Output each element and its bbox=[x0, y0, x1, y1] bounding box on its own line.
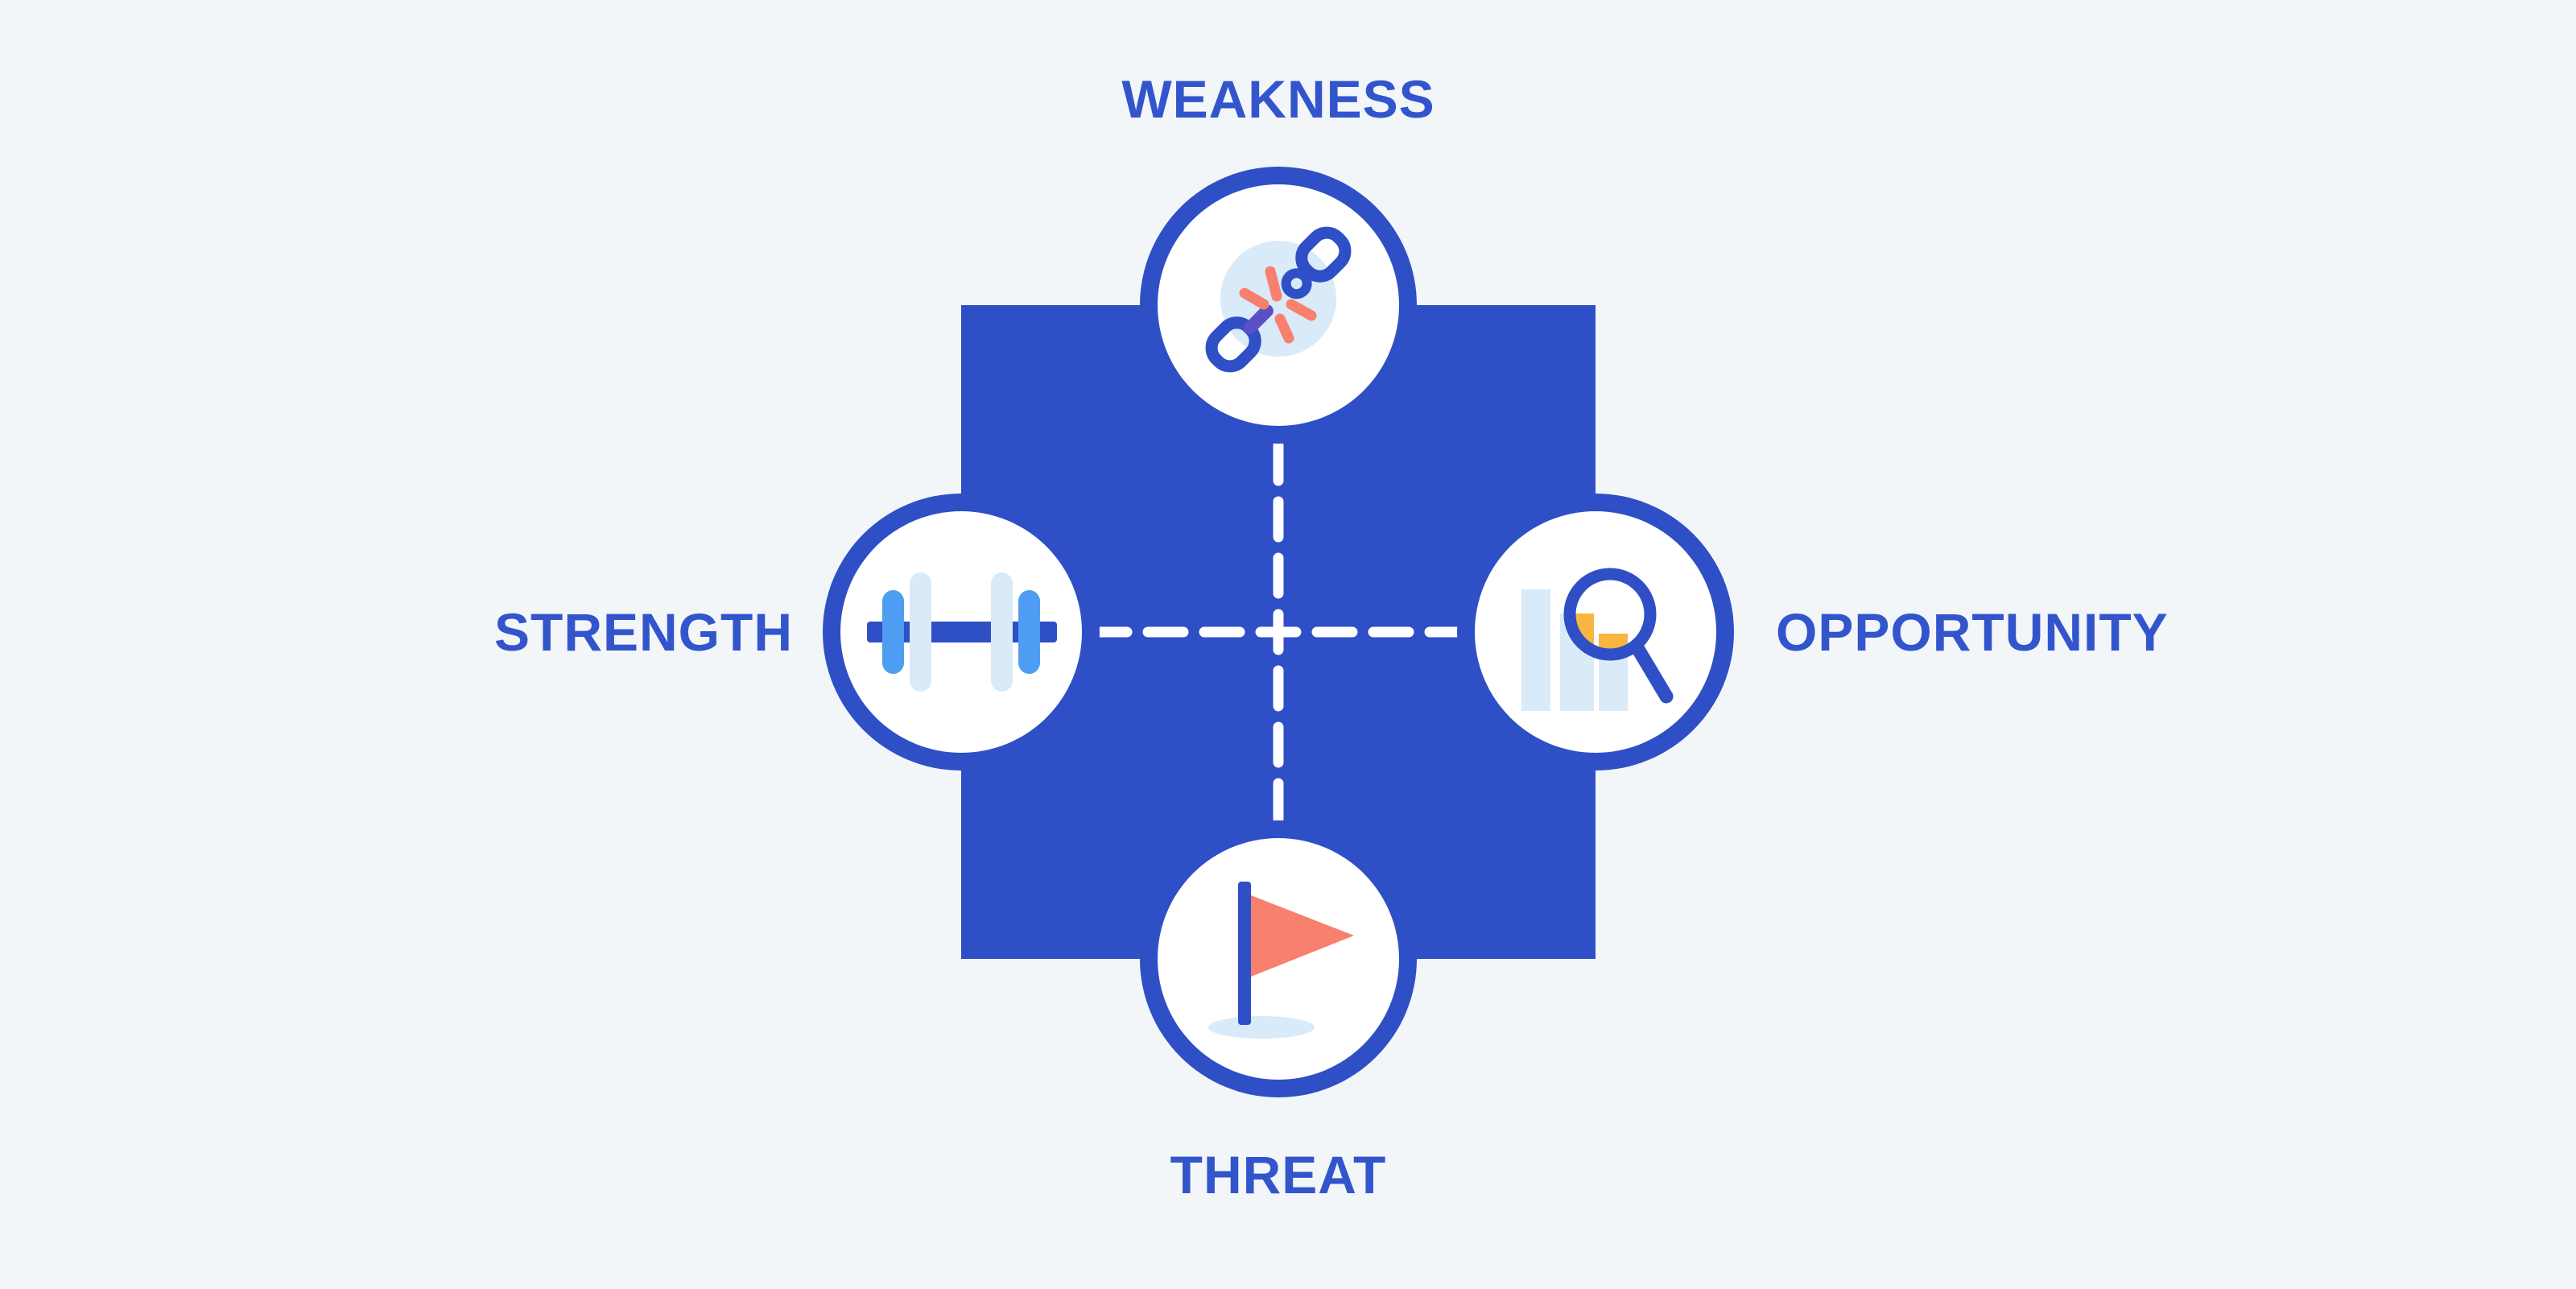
opportunity-label: OPPORTUNITY bbox=[1776, 602, 2169, 662]
spark bbox=[1274, 313, 1294, 344]
dashed-cross bbox=[1094, 438, 1463, 826]
spark bbox=[1265, 266, 1282, 302]
broken-chain-icon bbox=[1205, 226, 1352, 373]
flag-pennant bbox=[1251, 895, 1354, 977]
dumbbell-plate-outer-left bbox=[882, 590, 904, 674]
threat-node bbox=[1140, 820, 1417, 1097]
weakness-label: WEAKNESS bbox=[1121, 69, 1435, 129]
break-sparks bbox=[1239, 266, 1317, 344]
strength-node bbox=[823, 494, 1100, 771]
dumbbell-plate-outer-right bbox=[1018, 590, 1040, 674]
weakness-node bbox=[1140, 167, 1417, 444]
flag-shadow bbox=[1208, 1016, 1315, 1039]
spark bbox=[1286, 299, 1317, 321]
threat-label: THREAT bbox=[1170, 1145, 1387, 1204]
chart-bar-1 bbox=[1521, 589, 1550, 711]
dumbbell-icon bbox=[867, 572, 1057, 692]
chain-links bbox=[1205, 226, 1352, 373]
flag-pole bbox=[1238, 882, 1251, 1025]
flag-icon bbox=[1208, 882, 1354, 1039]
strength-label: STRENGTH bbox=[494, 602, 793, 662]
chain-link-upper bbox=[1295, 226, 1352, 283]
dumbbell-plate-inner-left bbox=[910, 572, 931, 692]
spark bbox=[1239, 287, 1269, 310]
magnifier-ring bbox=[1563, 568, 1657, 661]
chain-hook bbox=[1281, 268, 1312, 300]
opportunity-node bbox=[1457, 494, 1734, 771]
magnifier-bar-chart-icon bbox=[1521, 568, 1674, 711]
magnifier-handle bbox=[1629, 639, 1674, 704]
chain-connector-purple bbox=[1243, 304, 1274, 335]
magnified-bar-3 bbox=[1599, 634, 1628, 651]
dumbbell-plate-inner-right bbox=[991, 572, 1013, 692]
